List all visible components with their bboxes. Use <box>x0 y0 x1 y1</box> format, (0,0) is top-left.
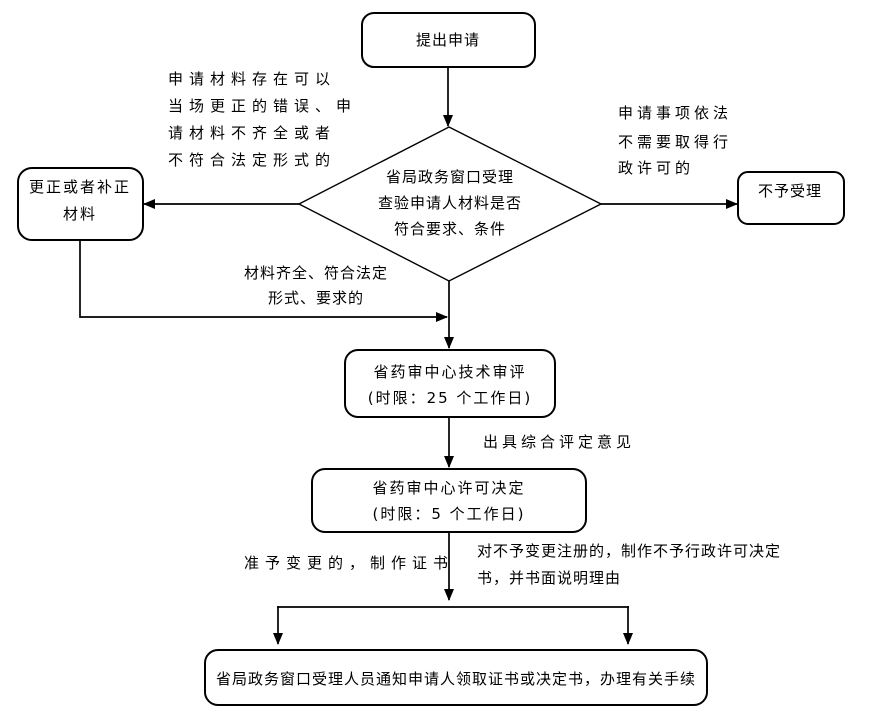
annotation-line: 形式、要求的 <box>268 289 364 307</box>
annotation-line: 书，并书面说明理由 <box>477 569 621 587</box>
annotation-deny: 对不予变更注册的，制作不予行政许可决定 书，并书面说明理由 <box>477 542 781 587</box>
node-notify: 省局政务窗口受理人员通知申请人领取证书或决定书，办理有关手续 <box>204 649 708 706</box>
decide-box <box>311 468 587 533</box>
node-start: 提出申请 <box>361 12 536 68</box>
node-decision: 省局政务窗口受理 查验申请人材料是否 符合要求、条件 <box>297 126 603 282</box>
annotation-line: 申请事项依法 <box>618 104 732 122</box>
annotation-line: 申请材料存在可以 <box>168 70 336 88</box>
annotation-line: 对不予变更注册的，制作不予行政许可决定 <box>477 542 781 560</box>
review-line: (时限：25 个工作日) <box>368 389 533 407</box>
node-correct-materials: 更正或者补正 材料 <box>17 167 144 241</box>
reject-label: 不予受理 <box>758 182 822 200</box>
review-line: 省药审中心技术审评 <box>373 363 526 381</box>
node-technical-review: 省药审中心技术审评 (时限：25 个工作日) <box>344 349 556 418</box>
annotation-line: 不符合法定形式的 <box>168 151 336 169</box>
correct-box <box>17 167 144 241</box>
correct-line: 材料 <box>63 205 97 223</box>
annotation-line: 请材料不齐全或者 <box>168 124 336 142</box>
node-reject: 不予受理 <box>737 171 845 225</box>
node-license-decision: 省药审中心许可决定 (时限：5 个工作日) <box>311 468 587 533</box>
annotation-line: 政许可的 <box>618 159 694 177</box>
annotation-line: 出具综合评定意见 <box>483 433 635 451</box>
decide-line: 省药审中心许可决定 <box>372 479 525 497</box>
annotation-left-condition: 申请材料存在可以 当场更正的错误、申 请材料不齐全或者 不符合法定形式的 <box>168 70 357 169</box>
annotation-line: 准予变更的，制作证书 <box>244 554 454 572</box>
notify-box <box>204 649 708 706</box>
annotation-line: 材料齐全、符合法定 <box>244 264 388 282</box>
decide-line: (时限：5 个工作日) <box>372 505 525 523</box>
arrow-correct-feedback <box>79 240 448 322</box>
notify-label: 省局政务窗口受理人员通知申请人领取证书或决定书，办理有关手续 <box>216 670 696 688</box>
start-label: 提出申请 <box>416 31 480 49</box>
edges <box>79 66 738 645</box>
decision-line: 查验申请人材料是否 <box>378 194 522 212</box>
decision-line: 符合要求、条件 <box>394 220 506 238</box>
annotation-line: 不需要取得行 <box>618 133 732 151</box>
annotation-pass-condition: 材料齐全、符合法定 形式、要求的 <box>244 264 388 307</box>
annotation-approve: 准予变更的，制作证书 <box>244 554 454 572</box>
decision-diamond <box>297 126 603 282</box>
correct-line: 更正或者补正 <box>29 178 131 196</box>
annotation-opinion: 出具综合评定意见 <box>483 433 635 451</box>
reject-box <box>737 171 845 225</box>
review-box <box>344 349 556 418</box>
start-box <box>361 12 536 68</box>
annotation-line: 当场更正的错误、申 <box>168 97 357 115</box>
decision-line: 省局政务窗口受理 <box>386 168 514 186</box>
annotation-right-condition: 申请事项依法 不需要取得行 政许可的 <box>618 104 732 177</box>
